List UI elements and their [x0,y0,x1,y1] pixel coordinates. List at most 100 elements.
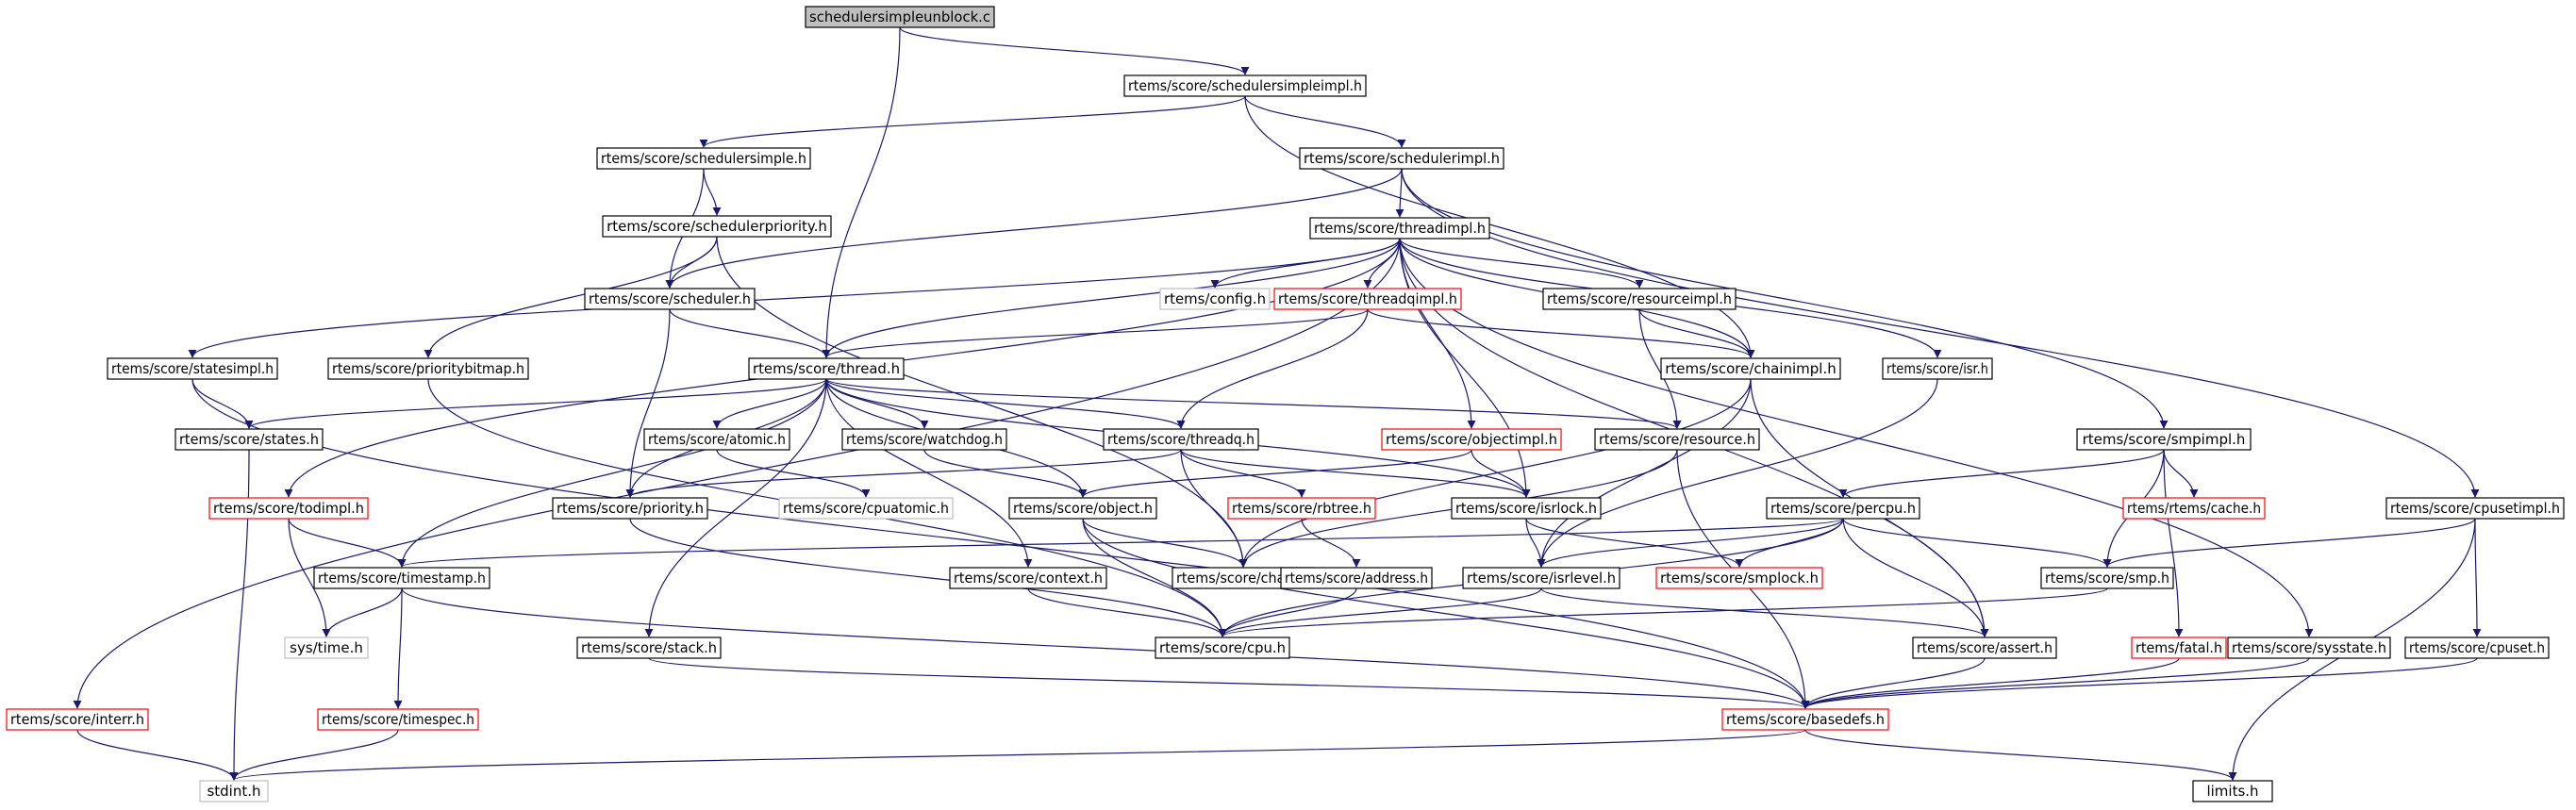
node-box [1655,567,1823,589]
node-resource[interactable]: rtems/score/resource.h [1594,428,1760,451]
node-smplock[interactable]: rtems/score/smplock.h [1655,567,1823,589]
node-label: rtems/score/address.h [1285,570,1428,587]
node-label: rtems/score/object.h [1013,500,1153,517]
node-limits[interactable]: limits.h [2192,780,2273,802]
node-todimpl[interactable]: rtems/score/todimpl.h [208,497,369,520]
node-config[interactable]: rtems/config.h [1159,288,1271,310]
node-states[interactable]: rtems/score/states.h [175,428,324,451]
node-fatal[interactable]: rtems/fatal.h [2131,636,2227,659]
node-object[interactable]: rtems/score/object.h [1008,497,1157,520]
node-label: rtems/score/smpimpl.h [2083,431,2246,448]
edge-threadq-to-isrlock [1180,449,1531,498]
edge-isrlevel-to-cpu [1218,587,1542,637]
edge-threadq-to-rbtree [1180,449,1306,498]
node-label: rtems/score/thread.h [753,360,900,377]
node-priority[interactable]: rtems/score/priority.h [552,497,708,520]
node-basedefs[interactable]: rtems/score/basedefs.h [1721,708,1889,731]
edge-threadqimpl-to-threadq [1176,308,1369,429]
node-assert[interactable]: rtems/score/assert.h [1912,636,2057,659]
node-address[interactable]: rtems/score/address.h [1280,567,1433,589]
node-sysstate[interactable]: rtems/score/sysstate.h [2227,636,2391,659]
edge-todimpl-to-systime [288,518,331,637]
node-label: rtems/score/priority.h [557,500,704,517]
node-prioritybitmap[interactable]: rtems/score/prioritybitmap.h [327,357,529,380]
node-simple[interactable]: rtems/score/schedulersimple.h [596,147,811,170]
edge-isrlevel-to-assert [1540,587,1989,637]
node-box [1594,428,1760,451]
node-box [1008,497,1157,520]
node-stack[interactable]: rtems/score/stack.h [576,636,722,659]
edge-thread-to-atomic [712,378,827,429]
node-box [949,567,1107,589]
node-threadimpl[interactable]: rtems/score/threadimpl.h [1309,217,1490,240]
node-cpuset[interactable]: rtems/score/cpuset.h [2404,636,2550,659]
node-isrlock[interactable]: rtems/score/isrlock.h [1451,497,1602,520]
node-cpusetimpl[interactable]: rtems/score/cpusetimpl.h [2385,497,2565,520]
node-box [208,497,369,520]
node-box [748,357,905,380]
node-statesimpl[interactable]: rtems/score/statesimpl.h [107,357,278,380]
node-systime[interactable]: sys/time.h [284,636,369,659]
node-box [584,288,756,310]
edge-smpimpl-to-fatal [2163,449,2184,637]
node-label: rtems/score/scheduler.h [589,290,751,307]
edge-cpusetimpl-to-cpuset [2472,518,2482,637]
node-thread[interactable]: rtems/score/thread.h [748,357,905,380]
edge-isr-to-isrlevel [1537,378,1938,568]
node-threadq[interactable]: rtems/score/threadq.h [1103,428,1259,451]
edge-threadq-to-chain [1180,449,1248,568]
node-label: rtems/score/smplock.h [1660,570,1819,587]
node-label: rtems/score/todimpl.h [213,500,364,517]
node-scheduler[interactable]: rtems/score/scheduler.h [584,288,756,310]
edge-percpu-to-timestamp [398,518,1844,568]
edge-timespec-to-stdint [229,729,399,781]
node-label: rtems/score/isrlock.h [1455,500,1597,517]
node-cpu[interactable]: rtems/score/cpu.h [1155,636,1290,659]
node-chainimpl[interactable]: rtems/score/chainimpl.h [1660,357,1841,380]
node-label: rtems/score/isrlevel.h [1467,570,1616,587]
node-resourceimpl[interactable]: rtems/score/resourceimpl.h [1542,288,1737,310]
node-label: rtems/score/states.h [179,431,319,448]
node-label: rtems/score/cpu.h [1159,639,1286,656]
node-threadqimpl[interactable]: rtems/score/threadqimpl.h [1273,288,1462,310]
edge-smpimpl-to-cache [2163,449,2199,498]
node-percpu[interactable]: rtems/score/percpu.h [1766,497,1920,520]
node-smp[interactable]: rtems/score/smp.h [2040,567,2174,589]
node-cpuatomic[interactable]: rtems/score/cpuatomic.h [778,497,954,520]
node-timestamp[interactable]: rtems/score/timestamp.h [313,567,490,589]
node-isrlevel[interactable]: rtems/score/isrlevel.h [1462,567,1620,589]
node-rbtree[interactable]: rtems/score/rbtree.h [1227,497,1376,520]
node-context[interactable]: rtems/score/context.h [949,567,1107,589]
node-box [2404,636,2550,659]
edge-schedimpl-to-threadimpl [1395,168,1404,218]
edge-sysstate-to-basedefs [1801,657,2310,709]
node-simpleimpl[interactable]: rtems/score/schedulersimpleimpl.h [1123,74,1367,97]
edge-objectimpl-to-object [1078,449,1472,498]
node-watchdog[interactable]: rtems/score/watchdog.h [841,428,1007,451]
edge-threadimpl-to-config [1210,238,1401,289]
node-label: rtems/score/threadqimpl.h [1278,290,1457,307]
node-stdint[interactable]: stdint.h [199,780,269,802]
node-label: rtems/score/prioritybitmap.h [332,360,524,377]
node-box [1273,288,1462,310]
node-chain[interactable]: rtems/score/chain.h [1172,567,1315,589]
node-isr[interactable]: rtems/score/isr.h [1882,357,1993,380]
node-timespec[interactable]: rtems/score/timespec.h [317,708,479,731]
node-root[interactable]: schedulersimpleunblock.c [805,6,995,28]
node-atomic[interactable]: rtems/score/atomic.h [643,428,790,451]
edge-percpu-to-smplock [1735,518,1844,568]
edge-threadqimpl-to-chainimpl [1367,308,1755,358]
node-interr[interactable]: rtems/score/interr.h [6,708,149,731]
node-prio[interactable]: rtems/score/schedulerpriority.h [602,215,832,238]
node-schedimpl[interactable]: rtems/score/schedulerimpl.h [1299,147,1504,170]
edge-timestamp-to-basedefs [401,587,1810,709]
node-cache[interactable]: rtems/rtems/cache.h [2122,497,2266,520]
node-box [1882,357,1993,380]
node-smpimpl[interactable]: rtems/score/smpimpl.h [2076,428,2252,451]
node-objectimpl[interactable]: rtems/score/objectimpl.h [1381,428,1562,451]
node-box [841,428,1007,451]
edge-timestamp-to-timespec [393,587,403,709]
node-box [1280,567,1433,589]
edge-threadq-to-priority [625,449,1182,498]
node-box [1309,217,1490,240]
